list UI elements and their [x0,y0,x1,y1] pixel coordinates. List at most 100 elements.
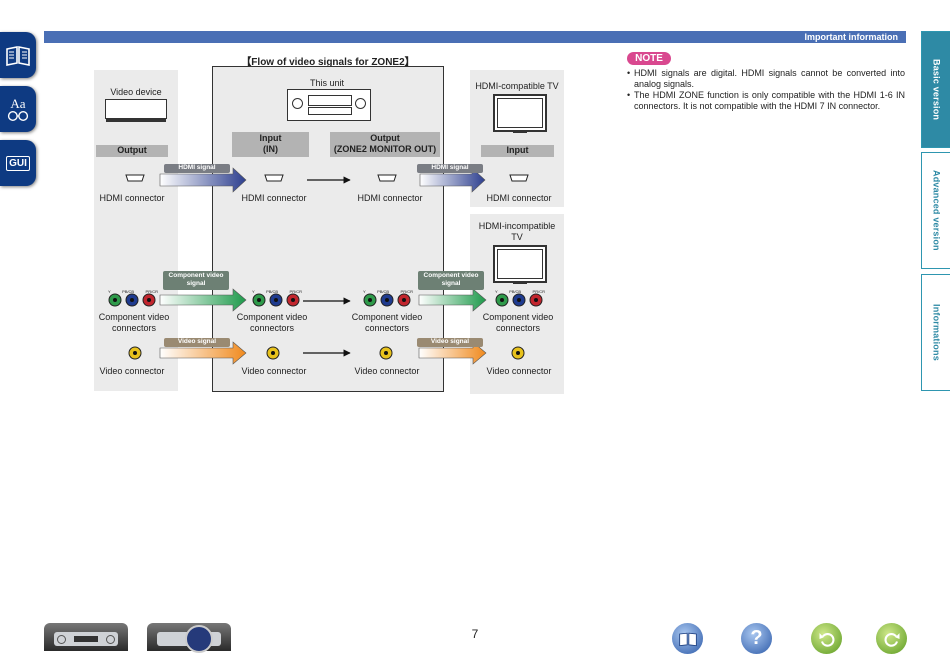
unit-output-line2: (ZONE2 MONITOR OUT) [333,144,437,154]
tv-stand [513,281,527,284]
component-line1: Component video [98,312,170,322]
receiver-front-icon [54,632,118,646]
jack-label: PR/CR [289,289,302,294]
hdmi-incompatible-tv-label-1: HDMI-incompatible [478,221,556,231]
hdmi-connector-label: HDMI connector [486,193,552,203]
component-line2: connectors [364,323,410,333]
forward-button[interactable] [876,623,907,654]
contents-footer-button[interactable] [672,623,703,654]
rear-panel-button[interactable] [147,623,231,653]
contents-button[interactable] [0,32,36,78]
component-jacks-source [108,293,156,307]
video-signal-arrow [418,341,487,365]
input-label: Input [481,145,554,157]
component-jacks-tv [495,293,543,307]
tv-stand [513,130,527,133]
note-item-text: HDMI signals are digital. HDMI signals c… [634,68,905,89]
tab-advanced-version[interactable]: Advanced version [921,152,950,269]
component-signal-arrow [418,288,487,312]
component-signal-label: Component video signal [418,271,484,290]
gui-button[interactable]: GUI [0,140,36,186]
tab-label: Informations [931,304,942,361]
font-icon: Aa [10,95,26,111]
video-connector-label: Video connector [99,366,165,376]
jack-label: PB/CB [509,289,522,294]
diagram-title: 【Flow of video signals for ZONE2】 [241,57,415,68]
hdmi-signal-label: HDMI signal [164,164,230,173]
tab-informations[interactable]: Informations [921,274,950,391]
jack-label: PR/CR [532,289,545,294]
jack-label: PB/CB [266,289,279,294]
jack-label: PR/CR [145,289,158,294]
hdmi-signal-label: HDMI signal [417,164,483,173]
jack-label: Y [495,289,498,294]
jack-label: PB/CB [377,289,390,294]
receiver-image [287,89,371,121]
hdmi-connector-label: HDMI connector [99,193,165,203]
video-device-label: Video device [110,87,162,97]
component-signal-line2: signal [186,280,206,287]
component-line1: Component video [482,312,554,322]
unit-input-label: Input (IN) [232,132,309,157]
video-connector-label: Video connector [354,366,420,376]
video-device-image [105,99,167,122]
jack-label: Y [108,289,111,294]
jack-label: PR/CR [400,289,413,294]
jack-labels: Y PB/CB PR/CR [495,289,545,294]
hdmi-connector-label: HDMI connector [357,193,423,203]
page-number: 7 [471,627,479,641]
component-line2: connectors [495,323,541,333]
gui-text: GUI [9,157,27,169]
component-jacks-unit-out [363,293,411,307]
component-signal-line1: Component video [168,272,224,279]
tab-label: Basic version [931,58,942,121]
component-row [108,288,543,312]
jack-label: Y [252,289,255,294]
component-line2: connectors [249,323,295,333]
source-panel [94,70,178,391]
component-signal-line1: Component video [423,272,479,279]
unit-input-line2: (IN) [263,144,278,154]
back-button[interactable] [811,623,842,654]
video-connector-label: Video connector [241,366,307,376]
note-item-text: The HDMI ZONE function is only compatibl… [634,90,905,111]
unit-input-line1: Input [259,133,282,143]
dvd-icon [185,625,213,653]
jack-label: Y [363,289,366,294]
front-panel-button[interactable] [44,623,128,651]
hdmi-signal-arrow [159,167,247,193]
hdmi-tv-panel [470,70,564,207]
hdmi-row [125,167,529,193]
video-signal-arrow [159,341,247,365]
unit-output-label: Output (ZONE2 MONITOR OUT) [330,132,440,157]
note-list: •HDMI signals are digital. HDMI signals … [627,68,905,112]
hdmi-tv-label: HDMI-compatible TV [475,81,559,91]
hdmi-port-icon [264,174,284,182]
video-signal-label: Video signal [164,338,230,347]
video-row [128,341,525,365]
component-line1: Component video [351,312,423,322]
output-label: Output [96,145,168,157]
video-signal-label: Video signal [417,338,483,347]
hdmi-port-icon [377,174,397,182]
component-signal-label: Component video signal [163,271,229,290]
index-button[interactable]: Aa [0,86,36,132]
hdmi-connector-label: HDMI connector [241,193,307,203]
component-line2: connectors [111,323,157,333]
jack-labels: Y PB/CB PR/CR [363,289,413,294]
tab-basic-version[interactable]: Basic version [921,31,950,148]
hdmi-port-icon [509,174,529,182]
glasses-icon [7,110,29,121]
redo-arrow-icon [884,632,899,647]
tab-label: Advanced version [931,170,942,251]
jack-labels: Y PB/CB PR/CR [252,289,302,294]
component-signal-arrow [159,288,247,312]
hdmi-incompatible-tv-label-2: TV [511,232,523,242]
note-item: •The HDMI ZONE function is only compatib… [627,90,905,111]
component-line1: Component video [236,312,308,322]
help-button[interactable]: ? [741,623,772,654]
